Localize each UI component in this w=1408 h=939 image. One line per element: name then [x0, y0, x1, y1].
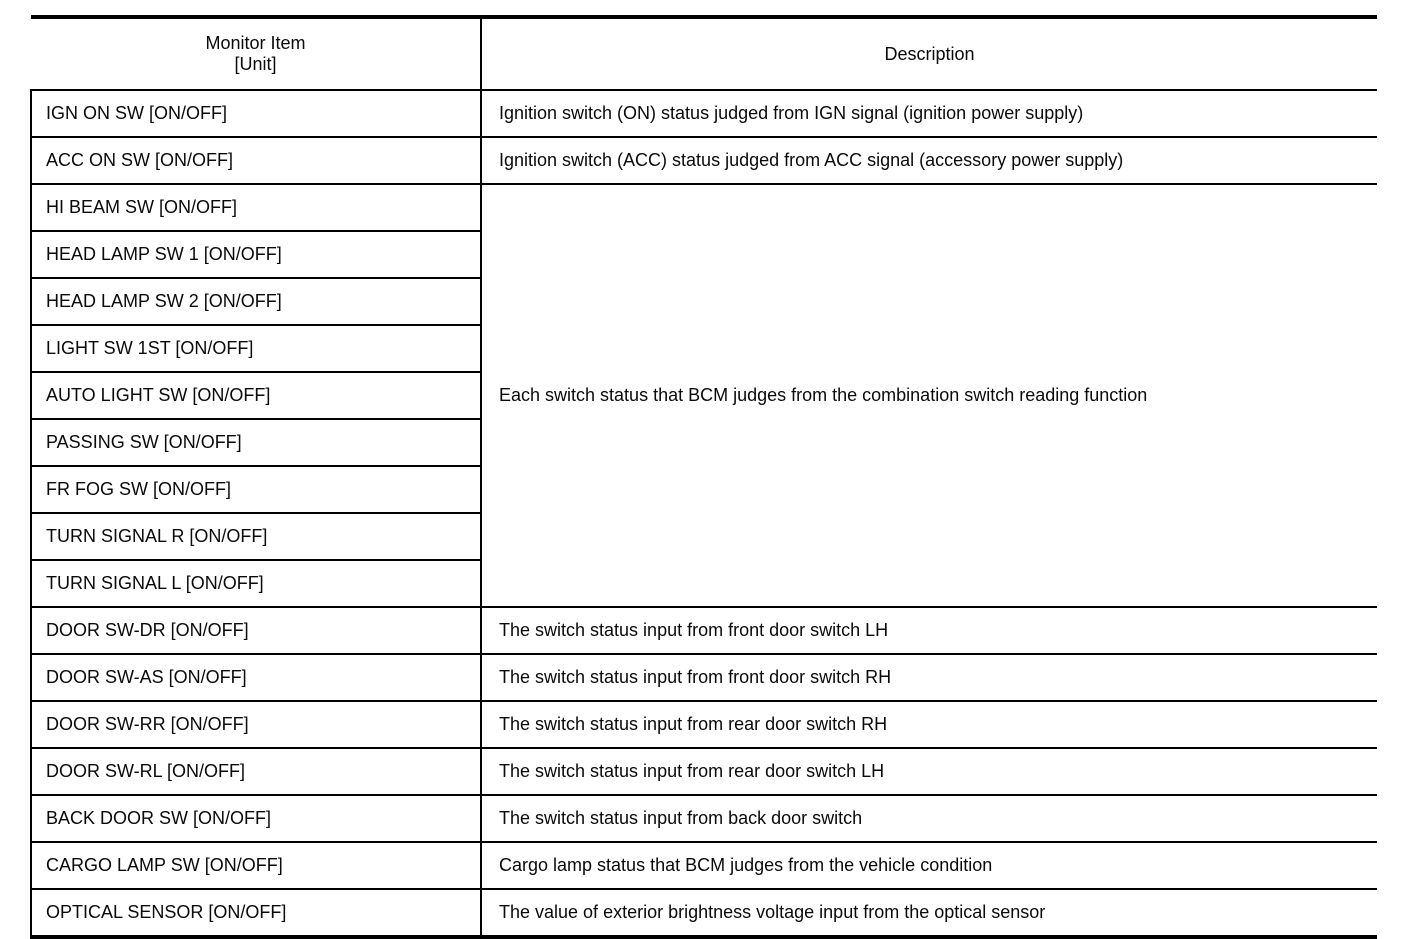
monitor-items-table: Monitor Item [Unit] Description IGN ON S… — [30, 15, 1377, 939]
monitor-item-cell: HEAD LAMP SW 1 [ON/OFF] — [30, 230, 482, 279]
table-row: HEAD LAMP SW 1 [ON/OFF] — [30, 230, 1377, 279]
table-row: DOOR SW-RR [ON/OFF] The switch status in… — [30, 700, 1377, 749]
table-row: DOOR SW-AS [ON/OFF] The switch status in… — [30, 653, 1377, 702]
table-row: FR FOG SW [ON/OFF] — [30, 465, 1377, 514]
description-cell: The switch status input from front door … — [481, 653, 1377, 702]
monitor-item-cell: CARGO LAMP SW [ON/OFF] — [30, 841, 482, 890]
monitor-item-cell: IGN ON SW [ON/OFF] — [30, 89, 482, 138]
monitor-item-cell: HI BEAM SW [ON/OFF] — [30, 183, 482, 232]
table-row: HEAD LAMP SW 2 [ON/OFF] — [30, 277, 1377, 326]
table-row: ACC ON SW [ON/OFF] Ignition switch (ACC)… — [30, 136, 1377, 185]
table-row: AUTO LIGHT SW [ON/OFF] — [30, 371, 1377, 420]
monitor-item-cell: DOOR SW-RR [ON/OFF] — [30, 700, 482, 749]
monitor-item-cell: TURN SIGNAL R [ON/OFF] — [30, 512, 482, 561]
monitor-item-cell: HEAD LAMP SW 2 [ON/OFF] — [30, 277, 482, 326]
description-cell: Ignition switch (ON) status judged from … — [481, 89, 1377, 138]
header-row: Monitor Item [Unit] Description — [31, 16, 1377, 91]
monitor-item-cell: DOOR SW-DR [ON/OFF] — [30, 606, 482, 655]
monitor-item-cell: DOOR SW-AS [ON/OFF] — [30, 653, 482, 702]
table-row: TURN SIGNAL L [ON/OFF] — [30, 559, 1377, 608]
monitor-item-cell: PASSING SW [ON/OFF] — [30, 418, 482, 467]
monitor-item-cell: ACC ON SW [ON/OFF] — [30, 136, 482, 185]
description-cell: The switch status input from front door … — [481, 606, 1377, 655]
table-row: DOOR SW-DR [ON/OFF] The switch status in… — [30, 606, 1377, 655]
document-page: Monitor Item [Unit] Description IGN ON S… — [30, 15, 1377, 939]
description-cell: The switch status input from rear door s… — [481, 747, 1377, 796]
monitor-item-cell: FR FOG SW [ON/OFF] — [30, 465, 482, 514]
monitor-item-cell: LIGHT SW 1ST [ON/OFF] — [30, 324, 482, 373]
description-cell: Ignition switch (ACC) status judged from… — [481, 136, 1377, 185]
table-row: HI BEAM SW [ON/OFF] Each switch status t… — [30, 183, 1377, 608]
table-row: CARGO LAMP SW [ON/OFF] Cargo lamp status… — [30, 841, 1377, 890]
description-column-header: Description — [481, 16, 1377, 91]
table-row: TURN SIGNAL R [ON/OFF] — [30, 512, 1377, 561]
description-cell: The switch status input from rear door s… — [481, 700, 1377, 749]
table-row: OPTICAL SENSOR [ON/OFF] The value of ext… — [30, 888, 1377, 938]
monitor-item-column-header: Monitor Item [Unit] — [31, 16, 482, 91]
combination-switch-description-cell: Each switch status that BCM judges from … — [481, 183, 1377, 608]
table-row: PASSING SW [ON/OFF] — [30, 418, 1377, 467]
monitor-item-header-label: Monitor Item — [205, 33, 306, 54]
description-cell: The value of exterior brightness voltage… — [481, 888, 1377, 938]
monitor-item-cell: AUTO LIGHT SW [ON/OFF] — [30, 371, 482, 420]
table-row: IGN ON SW [ON/OFF] Ignition switch (ON) … — [30, 89, 1377, 138]
monitor-item-unit-label: [Unit] — [234, 54, 277, 74]
description-cell: Cargo lamp status that BCM judges from t… — [481, 841, 1377, 890]
description-cell: The switch status input from back door s… — [481, 794, 1377, 843]
table-row: BACK DOOR SW [ON/OFF] The switch status … — [30, 794, 1377, 843]
monitor-item-cell: TURN SIGNAL L [ON/OFF] — [30, 559, 482, 608]
table-row: LIGHT SW 1ST [ON/OFF] — [30, 324, 1377, 373]
monitor-item-cell: DOOR SW-RL [ON/OFF] — [30, 747, 482, 796]
monitor-item-cell: OPTICAL SENSOR [ON/OFF] — [30, 888, 482, 938]
monitor-item-cell: BACK DOOR SW [ON/OFF] — [30, 794, 482, 843]
table-row: DOOR SW-RL [ON/OFF] The switch status in… — [30, 747, 1377, 796]
